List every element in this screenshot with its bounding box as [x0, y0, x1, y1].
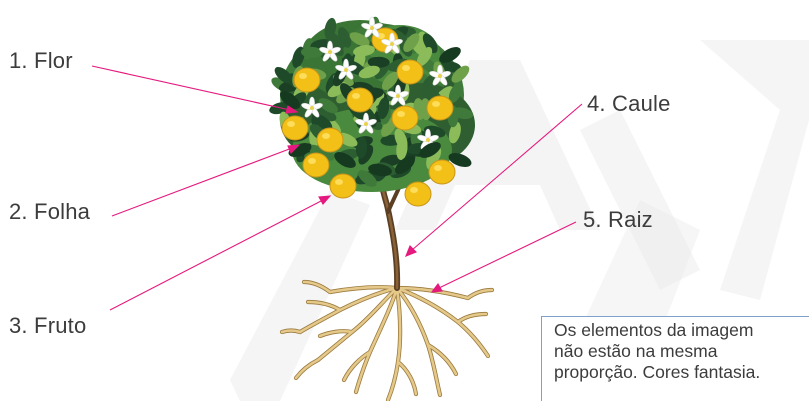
pointer-folha [112, 148, 292, 216]
pointer-raiz [439, 222, 576, 288]
tree-canopy [268, 16, 475, 206]
pointer-raiz-arrowhead [432, 284, 442, 292]
label-caule: 4. Caule [587, 91, 671, 117]
disclaimer-line-1: Os elementos da imagem [554, 320, 809, 341]
label-raiz: 5. Raiz [583, 207, 653, 233]
pointer-flor [92, 66, 290, 110]
label-folha: 2. Folha [9, 199, 90, 225]
label-fruto: 3. Fruto [9, 313, 86, 339]
disclaimer-line-3: proporção. Cores fantasia. [554, 362, 809, 383]
disclaimer-line-2: não estão na mesma [554, 341, 809, 362]
label-flor: 1. Flor [9, 48, 73, 74]
disclaimer-note: Os elementos da imagem não estão na mesm… [541, 316, 809, 401]
